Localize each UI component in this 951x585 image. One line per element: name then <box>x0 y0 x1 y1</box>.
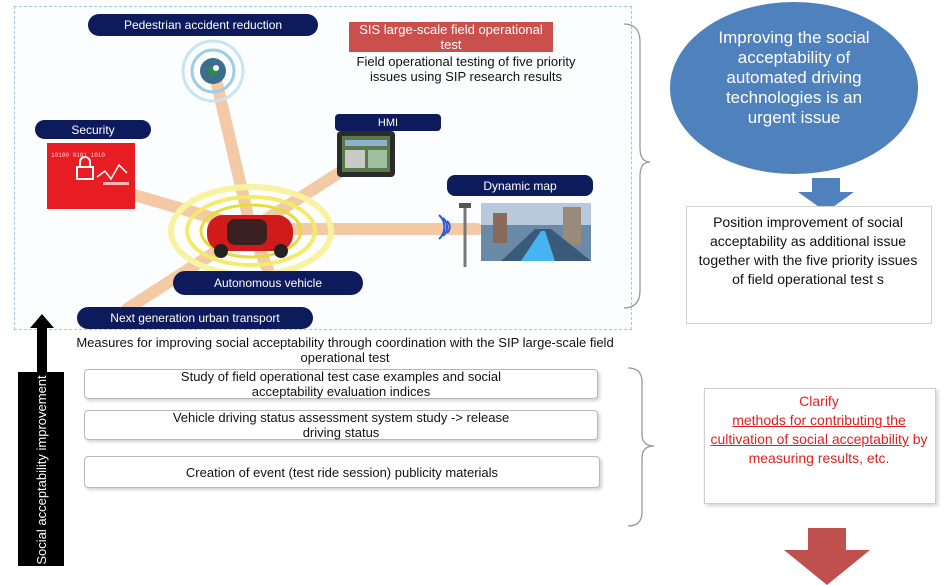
down-arrow-blue-icon <box>798 178 854 212</box>
social-acceptability-sidebar <box>18 372 64 566</box>
measures-bracket <box>627 367 655 527</box>
field-test-description: Field operational testing of five priori… <box>356 54 576 84</box>
position-improvement-box <box>686 206 932 324</box>
clarify-text-block: Clarify methods for contributing the cul… <box>706 392 932 468</box>
urgent-issue-text: Improving the social acceptability of au… <box>718 28 870 127</box>
security-label: Security <box>35 120 151 139</box>
down-arrow-red-icon <box>784 528 870 585</box>
clarify-line1: Clarify <box>799 393 839 409</box>
sis-field-test-label: SIS large-scale field operational test <box>359 22 543 52</box>
autonomous-vehicle-label: Autonomous vehicle <box>173 271 363 295</box>
clarify-line3: measuring results, etc. <box>748 450 890 466</box>
sis-field-test-bar <box>349 22 553 52</box>
measure-item-driving-status: Vehicle driving status assessment system… <box>84 410 598 440</box>
measure-item-case-study: Study of field operational test case exa… <box>84 369 598 399</box>
next-generation-transport-label: Next generation urban transport <box>77 307 313 329</box>
security-code-text: 10100 0101 1010 <box>51 152 105 159</box>
clarify-box <box>704 388 936 504</box>
social-acceptability-sidebar-label: Social acceptability improvement <box>33 375 49 565</box>
measures-heading: Measures for improving social acceptabil… <box>76 335 614 365</box>
clarify-methods-link: methods for contributing the cultivation… <box>710 412 909 447</box>
position-improvement-text: Position improvement of social acceptabi… <box>698 214 918 287</box>
hmi-device-icon <box>337 131 395 177</box>
scene-bracket <box>623 23 650 309</box>
security-icon <box>47 143 135 209</box>
urgent-issue-oval <box>670 2 918 174</box>
measure-item-publicity: Creation of event (test ride session) pu… <box>84 456 600 488</box>
pedestrian-accident-label: Pedestrian accident reduction <box>88 14 318 36</box>
dynamic-map-label: Dynamic map <box>447 175 593 196</box>
clarify-line2: methods for contributing the cultivation… <box>706 411 932 449</box>
hmi-label: HMI <box>335 114 441 131</box>
clarify-by: by <box>908 431 928 447</box>
dynamic-map-image <box>481 203 591 261</box>
pedestrian-sensor-icon <box>181 39 245 103</box>
scene-panel: 10100 0101 1010 <box>14 6 632 330</box>
roadside-unit-icon <box>438 203 471 267</box>
improvement-arrow-icon <box>30 314 54 376</box>
